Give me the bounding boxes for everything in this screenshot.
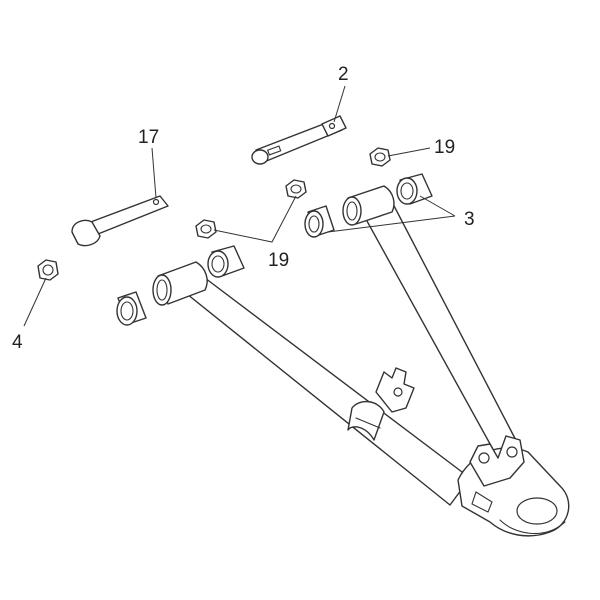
rear-pivot-assembly (304, 173, 433, 238)
callout-2: 2 (338, 64, 349, 85)
leader-lines (23, 85, 456, 327)
callout-3: 3 (464, 209, 475, 230)
nut-19-upper (369, 147, 391, 167)
bolt-2 (251, 115, 347, 165)
nut-19-lower (195, 219, 217, 239)
callout-19-upper: 19 (434, 137, 455, 158)
front-pivot-assembly (116, 245, 245, 326)
a-arm-front-collar (347, 401, 385, 441)
nut-19-middle (285, 179, 307, 199)
bushing-front-right (207, 245, 245, 278)
bushing-rear-right (396, 173, 433, 205)
callout-17: 17 (138, 127, 159, 148)
ball-joint-bore (516, 497, 558, 525)
callout-4: 4 (12, 332, 23, 353)
callout-19-lower: 19 (268, 250, 289, 271)
nut-4 (37, 259, 59, 281)
a-arm (171, 201, 570, 537)
bolt-17 (71, 195, 169, 247)
bushing-front-left (116, 291, 147, 326)
bushing-rear-left (304, 205, 335, 238)
